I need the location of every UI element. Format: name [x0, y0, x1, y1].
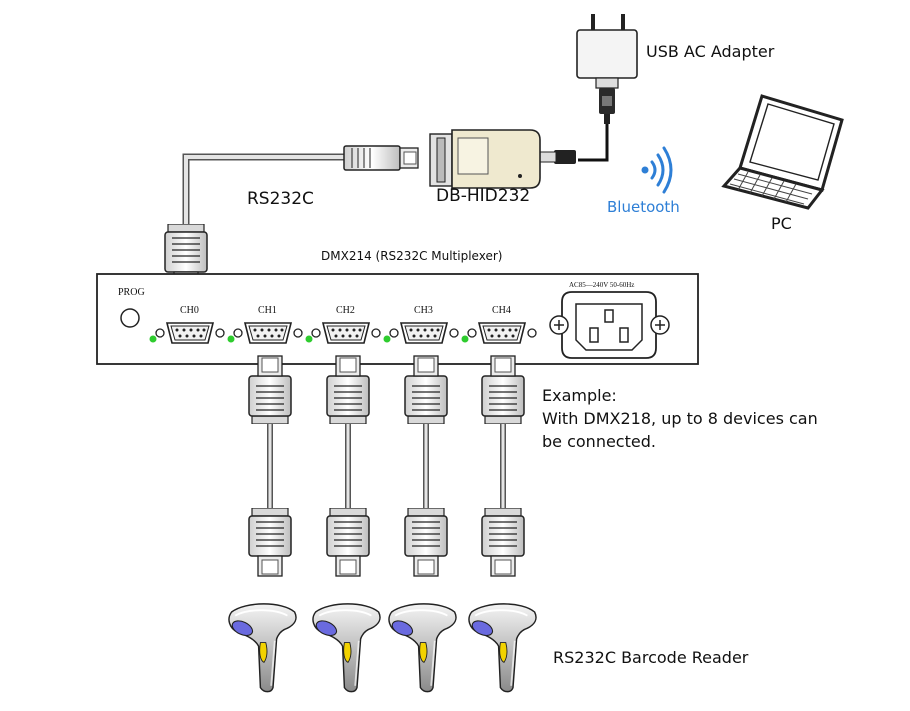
ch3-label: CH3 — [414, 305, 433, 316]
pc-label: PC — [771, 214, 792, 233]
ch0-label: CH0 — [180, 305, 199, 316]
usb-ac-adapter — [576, 14, 638, 124]
reader-plugs-bottom — [248, 508, 525, 577]
barcode-reader-label: RS232C Barcode Reader — [553, 648, 749, 667]
barcode-scanner-icon — [468, 602, 538, 693]
reader-cables — [267, 420, 506, 512]
channel-ports — [149, 322, 537, 344]
barcode-scanner-icon — [228, 602, 298, 693]
rs232c-label: RS232C — [247, 189, 314, 209]
power-inlet — [549, 291, 670, 359]
ch2-label: CH2 — [336, 305, 355, 316]
prog-label: PROG — [118, 287, 145, 298]
prog-button — [120, 308, 140, 328]
example-line-2: With DMX218, up to 8 devices can — [542, 409, 818, 428]
ch1-label: CH1 — [258, 305, 277, 316]
example-heading: Example: — [542, 386, 617, 405]
power-rating-label: AC85—240V 50-60Hz — [569, 281, 635, 289]
bluetooth-waves-icon — [641, 146, 673, 194]
usb-ac-adapter-label: USB AC Adapter — [646, 42, 775, 61]
barcode-scanner-icon — [388, 602, 458, 693]
led-ch4 — [461, 335, 469, 343]
bluetooth-label: Bluetooth — [607, 198, 680, 216]
ch4-label: CH4 — [492, 305, 511, 316]
laptop-icon — [721, 94, 844, 210]
rs232c-plug-horizontal — [343, 145, 419, 171]
barcode-scanner-icon — [312, 602, 382, 693]
db-hid232-adapter — [429, 129, 541, 189]
led-ch3 — [383, 335, 391, 343]
example-line-3: be connected. — [542, 432, 656, 451]
led-ch1 — [227, 335, 235, 343]
usb-plug — [539, 150, 576, 164]
reader-plugs-top — [249, 356, 524, 424]
led-ch2 — [305, 335, 313, 343]
usb-power-cable — [578, 124, 609, 162]
db-hid232-label: DB-HID232 — [436, 186, 531, 206]
multiplexer-title: DMX214 (RS232C Multiplexer) — [321, 249, 503, 263]
led-ch0 — [149, 335, 157, 343]
barcode-readers — [228, 602, 538, 693]
